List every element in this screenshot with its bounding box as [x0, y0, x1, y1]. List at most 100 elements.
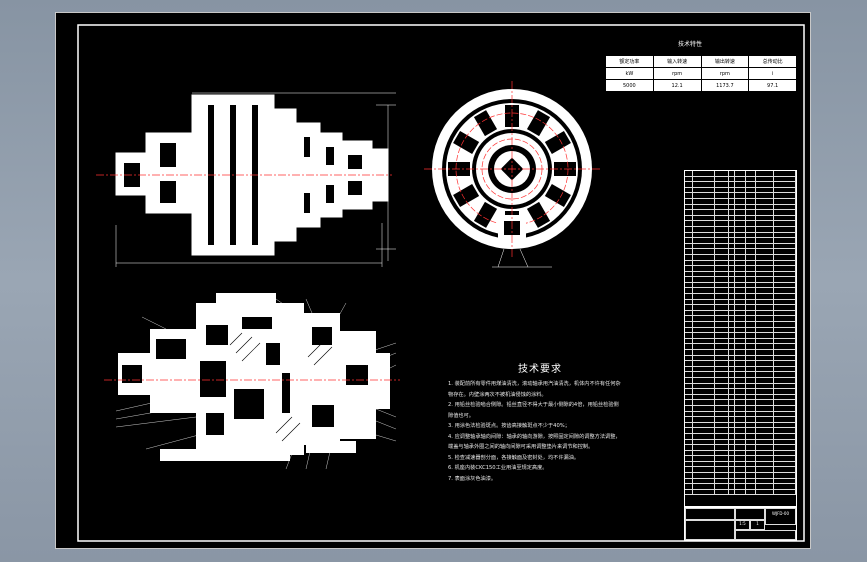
parts-list-cell — [746, 366, 757, 372]
parts-list-cell — [774, 210, 796, 215]
parts-list-cell — [746, 473, 757, 478]
parts-list-cell — [756, 193, 775, 198]
parts-list-row — [685, 277, 796, 283]
parts-list-cell — [685, 400, 693, 405]
parts-list-cell — [735, 249, 747, 254]
parts-list-cell — [774, 243, 796, 249]
tech-note-line: 3. 用涂色法检验斑点。按齿高接触斑点不少于40%； — [448, 423, 570, 429]
parts-list-cell — [746, 266, 757, 271]
parts-list-cell — [685, 439, 693, 445]
parts-list-cell — [685, 310, 693, 316]
parts-list-cell — [685, 215, 693, 221]
perf-unit: rpm — [652, 67, 702, 80]
parts-list-cell — [735, 445, 747, 450]
parts-list-cell — [756, 198, 775, 204]
parts-list-cell — [729, 322, 735, 327]
tech-note-line: 6. 机座内装CKC150工业用油至规定高度。 — [448, 465, 548, 471]
parts-list-cell — [693, 322, 715, 327]
parts-list-cell — [774, 461, 796, 467]
parts-list-cell — [693, 249, 715, 254]
parts-list-cell — [693, 366, 715, 372]
parts-list-cell — [735, 383, 747, 389]
parts-list-cell — [774, 400, 796, 405]
parts-list-cell — [685, 450, 693, 456]
parts-list-row — [685, 210, 796, 216]
parts-list-cell — [746, 171, 757, 176]
parts-list-cell — [735, 478, 747, 484]
parts-list-cell — [774, 473, 796, 478]
title-block-cell — [685, 508, 735, 520]
parts-list-cell — [735, 484, 747, 489]
parts-list-cell — [774, 232, 796, 238]
parts-list-cell — [746, 310, 757, 316]
parts-list-cell — [756, 450, 775, 456]
parts-list-cell — [729, 355, 735, 361]
parts-list-cell — [693, 333, 715, 338]
parts-list-cell — [735, 243, 747, 249]
parts-list-cell — [715, 372, 729, 377]
perf-unit: rpm — [700, 67, 750, 80]
parts-list-cell — [746, 215, 757, 221]
parts-list-cell — [735, 215, 747, 221]
parts-list-cell — [715, 187, 729, 193]
parts-list-cell — [756, 383, 775, 389]
parts-list-row — [685, 254, 796, 261]
parts-list-cell — [715, 266, 729, 271]
parts-list-cell — [735, 489, 747, 495]
parts-list-cell — [693, 417, 715, 422]
parts-list-cell — [746, 204, 757, 210]
parts-list-cell — [693, 204, 715, 210]
parts-list-cell — [715, 243, 729, 249]
parts-list-cell — [715, 316, 729, 322]
parts-list-cell — [729, 198, 735, 204]
parts-list-cell — [715, 445, 729, 450]
parts-list-cell — [735, 232, 747, 238]
parts-list-row — [685, 361, 796, 367]
parts-list-cell — [756, 417, 775, 422]
cad-drawing-viewport[interactable]: 技术特性 额定功率 输入转速 输出转速 总传动比 kW rpm rpm i 50… — [55, 12, 811, 549]
parts-list-cell — [774, 445, 796, 450]
parts-list-row — [685, 182, 796, 188]
parts-list-cell — [746, 238, 757, 243]
parts-list-cell — [685, 361, 693, 366]
parts-list-cell — [715, 238, 729, 243]
perf-unit: kW — [605, 67, 654, 80]
parts-list-cell — [685, 282, 693, 288]
parts-list-cell — [729, 344, 735, 349]
parts-list-cell — [756, 294, 775, 299]
parts-list-row — [685, 389, 796, 395]
parts-list-cell — [774, 383, 796, 389]
parts-list-cell — [685, 288, 693, 294]
parts-list-cell — [746, 489, 757, 495]
parts-list-row — [685, 333, 796, 339]
parts-list-cell — [693, 198, 715, 204]
parts-list-cell — [693, 215, 715, 221]
parts-list-cell — [756, 389, 775, 394]
parts-list-cell — [746, 316, 757, 322]
parts-list-cell — [693, 282, 715, 288]
parts-list-cell — [715, 489, 729, 495]
parts-list-cell — [715, 282, 729, 288]
parts-list-cell — [756, 176, 775, 182]
parts-list-cell — [735, 182, 747, 187]
parts-list-cell — [735, 355, 747, 361]
parts-list-cell — [735, 338, 747, 344]
parts-list-cell — [715, 383, 729, 389]
parts-list-cell — [693, 389, 715, 394]
parts-list-cell — [685, 193, 693, 198]
parts-list-cell — [729, 254, 735, 260]
parts-list-cell — [729, 473, 735, 478]
parts-list-cell — [756, 310, 775, 316]
parts-list-row — [685, 288, 796, 295]
parts-list-cell — [715, 456, 729, 461]
parts-list-cell — [693, 473, 715, 478]
parts-list-row — [685, 377, 796, 384]
parts-list-cell — [693, 193, 715, 198]
parts-list-cell — [685, 204, 693, 210]
parts-list-cell — [746, 456, 757, 461]
parts-list-cell — [774, 288, 796, 294]
parts-list-cell — [774, 377, 796, 383]
parts-list-cell — [715, 473, 729, 478]
parts-list-cell — [756, 182, 775, 187]
parts-list-cell — [746, 221, 757, 226]
